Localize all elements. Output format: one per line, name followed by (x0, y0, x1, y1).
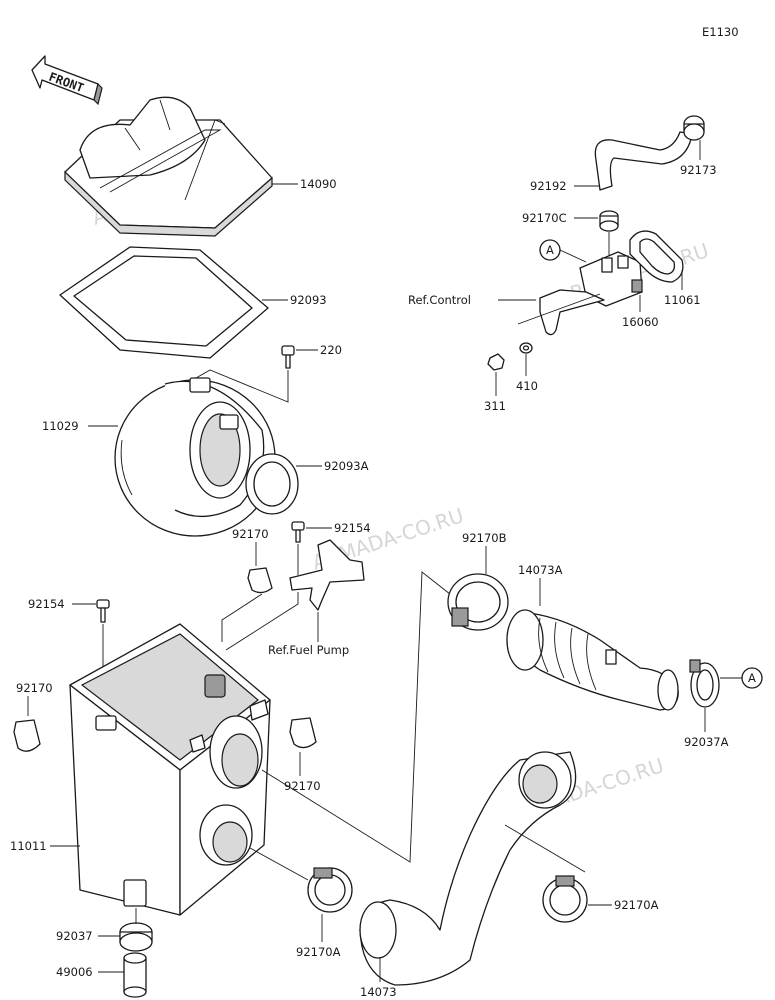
part-label-11061: 11061 (664, 293, 701, 307)
nut-311 (487, 353, 505, 371)
part-label-92192: 92192 (530, 179, 567, 193)
part-label-92154-left: 92154 (28, 597, 65, 611)
leader-right-clamp-to-duct (504, 824, 586, 873)
leader-callout-A-top (559, 249, 587, 263)
intake-duct-14073 (359, 751, 577, 986)
air-filter-element (114, 377, 276, 537)
bolt-92154-top (291, 521, 305, 543)
part-label-92037: 92037 (56, 929, 93, 943)
clamp-92037A (689, 659, 720, 708)
callout-circle-top (539, 239, 561, 261)
screw-220 (281, 345, 295, 369)
callout-circle-right (741, 667, 763, 689)
clip-92170C (599, 210, 619, 232)
breather-hose-92192 (594, 131, 693, 191)
part-label-16060: 16060 (622, 315, 659, 329)
washer-410 (519, 342, 533, 354)
clip-92170-left (13, 719, 41, 752)
leader-duct-routing (261, 571, 456, 863)
drain-clamp-92037 (119, 922, 153, 952)
part-label-92170-bracket: 92170 (232, 527, 269, 541)
ref-fuel-pump-label: Ref.Fuel Pump (268, 643, 349, 657)
part-label-92170B: 92170B (462, 531, 507, 545)
mounting-bracket (517, 289, 605, 336)
gasket-frame (59, 246, 269, 359)
clamp-92170A-bottom (307, 867, 353, 913)
leader-220-path (195, 369, 289, 403)
part-label-11029: 11029 (42, 419, 79, 433)
part-label-11011: 11011 (10, 839, 47, 853)
part-label-92170-mid: 92170 (284, 779, 321, 793)
air-cleaner-case (69, 623, 271, 916)
gasket-11061 (629, 230, 684, 283)
part-label-410: 410 (516, 379, 538, 393)
clamp-92170B (447, 573, 509, 631)
part-label-92170-left: 92170 (16, 681, 53, 695)
bolt-92154-left (96, 599, 110, 623)
clamp-92173 (683, 115, 705, 141)
part-label-92093: 92093 (290, 293, 327, 307)
part-label-220: 220 (320, 343, 342, 357)
part-label-92154-top: 92154 (334, 521, 371, 535)
drain-hose-49006 (123, 952, 147, 998)
breather-body-16060 (579, 251, 643, 307)
leader-clip-to-box (221, 593, 263, 642)
leader-bracket-to-box (225, 592, 299, 651)
clip-92170-bracket (247, 567, 273, 594)
part-label-92170A-right: 92170A (614, 898, 659, 912)
clamp-92170A-right (542, 875, 588, 923)
clip-92170-mid (289, 717, 317, 749)
air-cleaner-cover (64, 96, 273, 237)
callout-letter-top: A (546, 243, 554, 257)
part-label-49006: 49006 (56, 965, 93, 979)
part-label-311: 311 (484, 399, 506, 413)
leader-bottom-clamp-to-case (249, 847, 309, 881)
part-label-92170A-bottom: 92170A (296, 945, 341, 959)
part-label-92173: 92173 (680, 163, 717, 177)
ref-control-label: Ref.Control (408, 293, 471, 307)
part-label-92093A: 92093A (324, 459, 369, 473)
part-label-92037A: 92037A (684, 735, 729, 749)
part-label-14090: 14090 (300, 177, 337, 191)
callout-letter-right: A (748, 671, 756, 685)
front-arrow-icon: FRONT (31, 55, 103, 106)
ring-seal (245, 453, 299, 515)
intake-boot-14073A (506, 609, 679, 711)
part-label-14073: 14073 (360, 985, 397, 999)
part-label-92170C: 92170C (522, 211, 567, 225)
part-label-14073A: 14073A (518, 563, 563, 577)
bracket-fuel-pump (289, 539, 365, 611)
diagram-code: E1130 (702, 25, 739, 39)
